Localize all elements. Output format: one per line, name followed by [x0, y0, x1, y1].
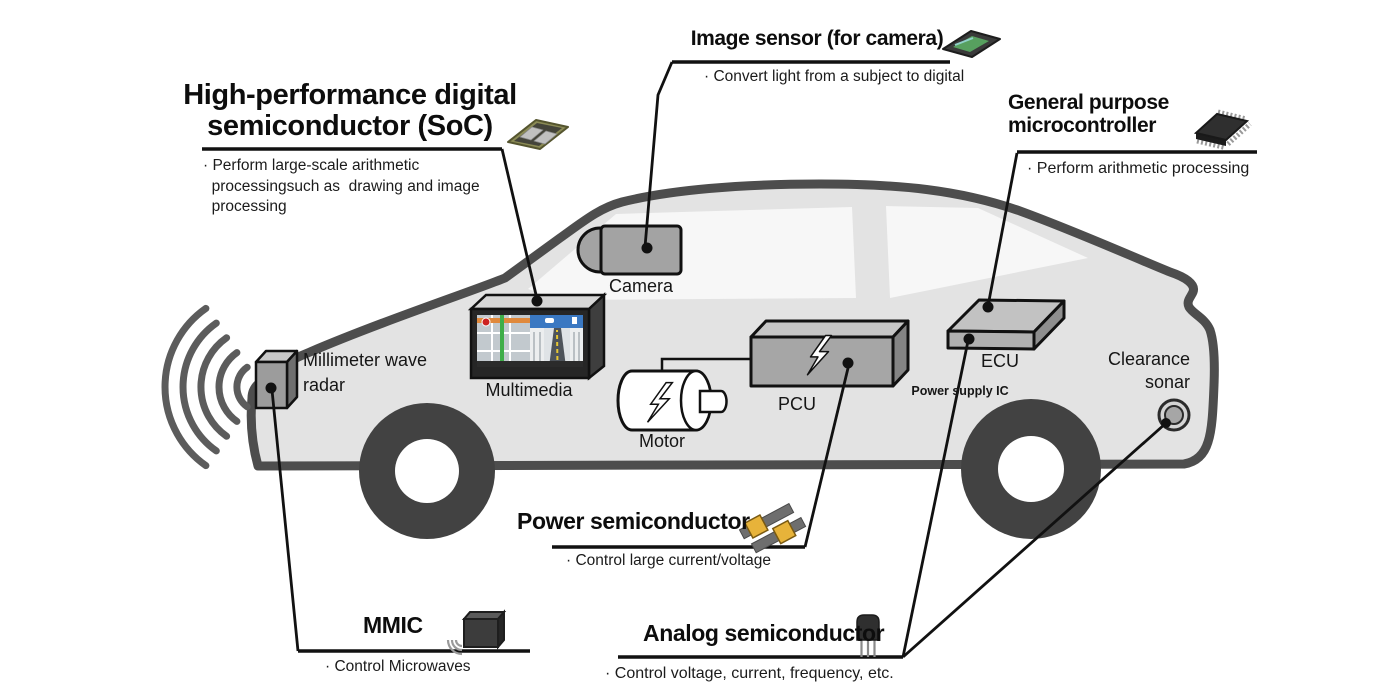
ecu-unit	[946, 298, 1066, 351]
motor-unit	[616, 369, 728, 432]
image-sensor-callout-description: · Convert light from a subject to digita…	[704, 68, 965, 85]
ecu-label: ECU	[980, 351, 1019, 371]
image-sensor-chip-icon	[942, 30, 1001, 58]
analog-semiconductor-callout-description: · Control voltage, current, frequency, e…	[605, 665, 894, 682]
analog-semiconductor-callout-title: Analog semiconductor	[643, 620, 885, 646]
front-wheel-hub	[395, 439, 459, 503]
multimedia-label: Multimedia	[485, 380, 573, 400]
clearance-sonar-label: Clearance sonar	[1107, 349, 1190, 392]
mmic-callout-description: · Control Microwaves	[325, 658, 471, 675]
pcu-label: PCU	[777, 394, 816, 414]
image-sensor-callout-title: Image sensor (for camera)	[690, 27, 944, 50]
transistor-icon	[856, 614, 880, 657]
power-supply-ic-label: Power supply IC	[911, 384, 1009, 398]
lightning-bolt-icon	[808, 336, 832, 375]
callout-lines	[202, 60, 1257, 659]
soc-callout-description: · Perform large-scale arithmetic process…	[203, 157, 480, 215]
car-body	[246, 179, 1219, 539]
power-semiconductor-callout-description: · Control large current/voltage	[566, 552, 772, 569]
rear-window	[886, 206, 1088, 298]
multimedia-unit	[467, 292, 608, 381]
rear-wheel-hub	[998, 436, 1064, 502]
soc-chip-icon	[507, 119, 569, 150]
millimeter-wave-radar-unit	[254, 349, 299, 410]
millimeter-wave-radar-label: Millimeter wave radar	[303, 350, 428, 395]
microcontroller-chip-icon	[1193, 109, 1252, 150]
microcontroller-callout-description: · Perform arithmetic processing	[1027, 160, 1250, 177]
power-semiconductor-icon	[738, 502, 807, 554]
lightning-bolt-icon	[648, 383, 673, 423]
soc-callout-title: High-performance digital semiconductor (…	[183, 79, 517, 142]
power-semiconductor-callout-title: Power semiconductor	[517, 508, 750, 534]
navigation-screen	[477, 315, 583, 368]
callout-dots	[265, 242, 1171, 428]
motor-pcu-wire	[660, 357, 752, 371]
camera-label: Camera	[608, 276, 674, 296]
motor-label: Motor	[638, 431, 685, 451]
radar-wave-icon	[161, 304, 251, 470]
mmic-chip-icon	[446, 609, 507, 656]
camera-unit	[576, 224, 683, 276]
pcu-unit	[749, 319, 910, 388]
mmic-callout-title: MMIC	[363, 612, 423, 638]
microcontroller-callout-title: General purpose microcontroller	[1008, 91, 1169, 137]
